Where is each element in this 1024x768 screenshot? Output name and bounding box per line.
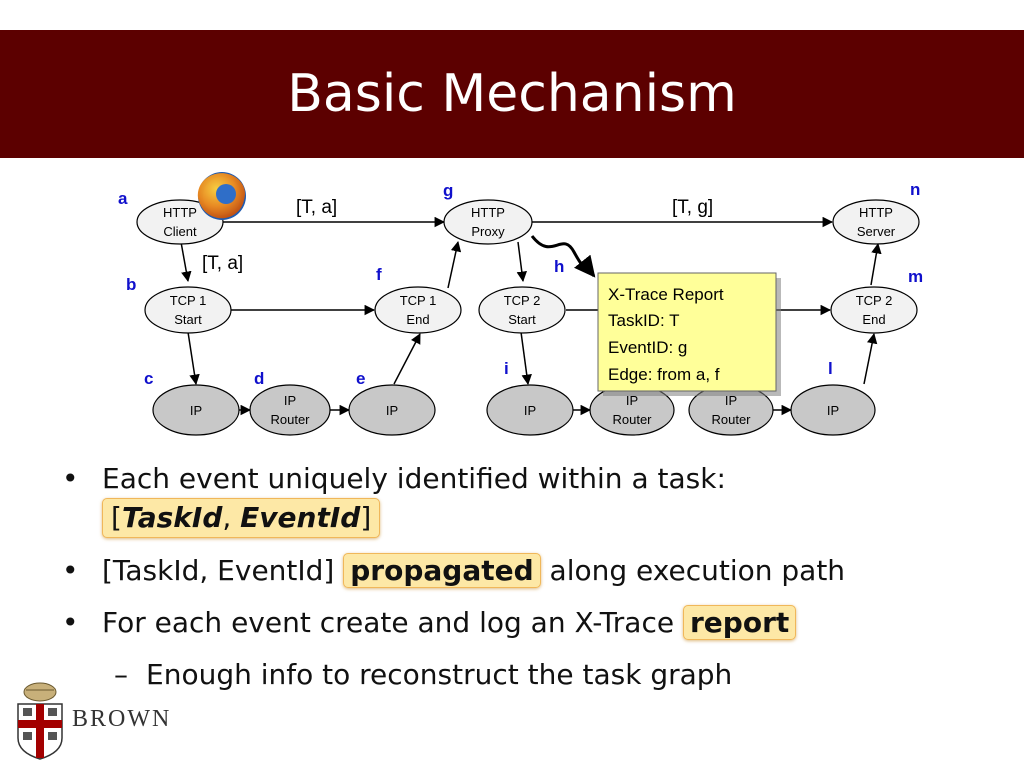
event-letter-b: b bbox=[126, 275, 136, 294]
node-label: HTTP bbox=[163, 205, 197, 220]
report-line: EventID: g bbox=[608, 338, 687, 357]
bullet-list: • Each event uniquely identified within … bbox=[60, 460, 1000, 694]
edge-tcp2start-ip bbox=[520, 331, 532, 386]
highlight-propagated: propagated bbox=[343, 553, 541, 588]
node-label: IP bbox=[626, 393, 638, 408]
node-http-proxy bbox=[443, 199, 533, 245]
bracket: ] bbox=[360, 501, 372, 534]
slide-title: Basic Mechanism bbox=[287, 64, 737, 124]
report-line: Edge: from a, f bbox=[608, 365, 720, 384]
node-label: Router bbox=[612, 412, 652, 427]
event-letter-i: i bbox=[504, 359, 509, 378]
node-ip-e bbox=[348, 384, 436, 436]
report-line: TaskID: T bbox=[608, 311, 679, 330]
node-label: Start bbox=[174, 312, 202, 327]
node-tcp2-end bbox=[830, 286, 918, 334]
node-label: TCP 1 bbox=[400, 293, 437, 308]
eventid-term: EventId bbox=[240, 501, 361, 534]
bullet-item: • [TaskId, EventId] propagated along exe… bbox=[60, 552, 1000, 590]
node-label: TCP 1 bbox=[170, 293, 207, 308]
node-tcp2-start bbox=[478, 286, 566, 334]
event-letter-n: n bbox=[910, 180, 920, 199]
brand-name: BROWN bbox=[72, 706, 172, 732]
edge-tcp1end-proxy bbox=[447, 240, 462, 289]
bullet-dot: • bbox=[62, 554, 79, 587]
highlight-report: report bbox=[682, 605, 797, 640]
event-letter-m: m bbox=[908, 267, 923, 286]
bracket: [ bbox=[111, 501, 122, 534]
node-label: Router bbox=[270, 412, 310, 427]
edge-ip-l-tcp2end bbox=[863, 332, 878, 385]
node-ip-router-d bbox=[249, 384, 331, 436]
node-label: Server bbox=[857, 224, 896, 239]
brown-shield-logo bbox=[17, 682, 63, 760]
event-letter-e: e bbox=[356, 369, 365, 388]
highlight-taskid-eventid: [TaskId, EventId] bbox=[102, 498, 381, 538]
node-label: IP bbox=[524, 403, 536, 418]
xtrace-report-box: X-Trace Report TaskID: T EventID: g Edge… bbox=[597, 272, 781, 396]
edge-label-proxy-server: [T, g] bbox=[672, 197, 713, 218]
report-line: X-Trace Report bbox=[608, 285, 724, 304]
node-ip-l bbox=[790, 384, 876, 436]
node-label: TCP 2 bbox=[504, 293, 541, 308]
node-label: HTTP bbox=[471, 205, 505, 220]
edge-tcp1start-ip bbox=[187, 331, 200, 386]
node-label: End bbox=[406, 312, 429, 327]
node-label: IP bbox=[284, 393, 296, 408]
edge-ip-e-tcp1end bbox=[393, 333, 421, 385]
event-letter-h: h bbox=[554, 257, 564, 276]
edge-report-curve bbox=[530, 235, 596, 278]
node-label: IP bbox=[386, 403, 398, 418]
event-letter-g: g bbox=[443, 181, 453, 200]
node-label: IP bbox=[725, 393, 737, 408]
node-label: HTTP bbox=[859, 205, 893, 220]
bullet-dot: • bbox=[62, 462, 79, 495]
node-ip-i bbox=[486, 384, 574, 436]
node-tcp1-start bbox=[144, 286, 232, 334]
edge-label-client-proxy: [T, a] bbox=[296, 197, 337, 218]
bullet-item: • For each event create and log an X-Tra… bbox=[60, 604, 1000, 642]
bullet-item: • Each event uniquely identified within … bbox=[60, 460, 1000, 538]
node-label: IP bbox=[190, 403, 202, 418]
firefox-icon bbox=[197, 172, 246, 220]
sub-bullet-item: – Enough info to reconstruct the task gr… bbox=[60, 656, 1000, 694]
bullet-text: Each event uniquely identified within a … bbox=[102, 462, 726, 495]
sub-bullet-text: Enough info to reconstruct the task grap… bbox=[146, 658, 733, 691]
node-tcp1-end bbox=[374, 286, 462, 334]
node-label: TCP 2 bbox=[856, 293, 893, 308]
taskid-term: TaskId bbox=[121, 501, 223, 534]
event-letter-f: f bbox=[376, 265, 382, 284]
execution-diagram: HTTP Client HTTP Proxy HTTP Server TCP 1… bbox=[118, 172, 923, 436]
edge-client-tcp1start bbox=[180, 241, 192, 283]
node-label: Router bbox=[711, 412, 751, 427]
edge-label-client-tcp1: [T, a] bbox=[202, 253, 243, 274]
node-http-client bbox=[136, 199, 224, 245]
sub-bullet-dash: – bbox=[114, 658, 128, 691]
node-http-server bbox=[832, 199, 920, 245]
bullet-text: For each event create and log an X-Trace bbox=[102, 606, 683, 639]
bullet-text: [TaskId, EventId] bbox=[102, 554, 344, 587]
node-label: Client bbox=[163, 224, 197, 239]
edge-tcp2end-server bbox=[870, 242, 882, 286]
title-bar bbox=[0, 30, 1024, 158]
event-letter-a: a bbox=[118, 189, 128, 208]
node-label: End bbox=[862, 312, 885, 327]
node-label: Proxy bbox=[471, 224, 505, 239]
edge-proxy-tcp2start bbox=[516, 241, 528, 283]
bullet-text: along execution path bbox=[540, 554, 846, 587]
node-ip-c bbox=[152, 384, 240, 436]
node-label: Start bbox=[508, 312, 536, 327]
bullet-dot: • bbox=[62, 606, 79, 639]
event-letter-c: c bbox=[144, 369, 153, 388]
comma: , bbox=[222, 501, 241, 534]
event-letter-d: d bbox=[254, 369, 264, 388]
event-letter-l: l bbox=[828, 359, 833, 378]
node-label: IP bbox=[827, 403, 839, 418]
